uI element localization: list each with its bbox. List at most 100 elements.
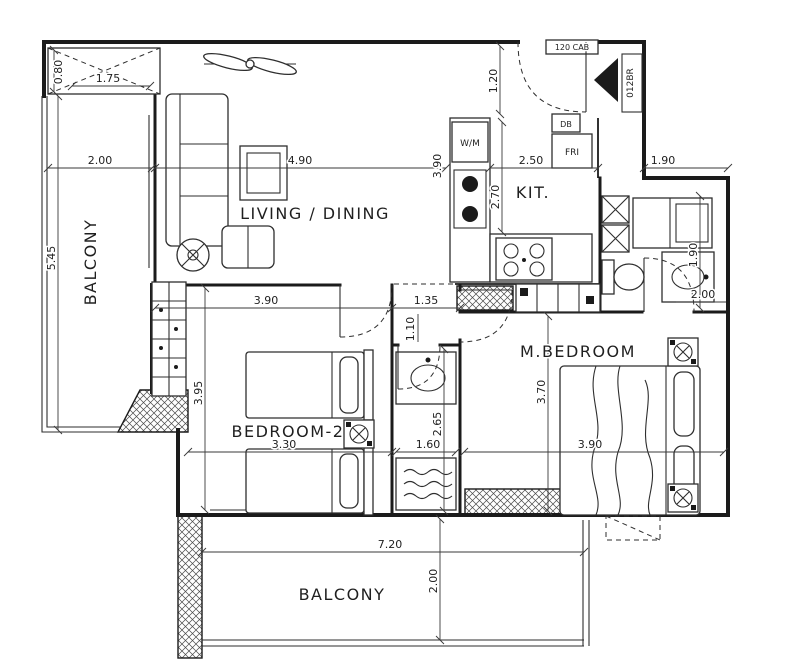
- coffee-table: [239, 145, 288, 201]
- washing-machine-label: W/M: [460, 139, 480, 149]
- db-box: [551, 113, 581, 133]
- dim-label: 2.00: [427, 569, 440, 594]
- dim-label: 7.20: [378, 538, 403, 551]
- dim-kit-w: [485, 163, 603, 173]
- room-label-master-bedroom: M.BEDROOM: [520, 342, 636, 361]
- stove: [495, 237, 553, 281]
- living-furniture: [165, 52, 297, 272]
- fixture-labels: W/M FRI DB 120 CAB 012BR: [459, 42, 637, 160]
- master-bedroom-furniture: [459, 289, 701, 541]
- room-label-kitchen: KIT.: [516, 183, 550, 202]
- mbed-wardrobe: [515, 283, 601, 313]
- entry: [517, 41, 643, 113]
- balcony-rails: [41, 96, 590, 647]
- wall-top-right: [584, 40, 730, 517]
- washing-machine: [451, 121, 489, 163]
- dim-balc-bot-d: [435, 514, 445, 645]
- dim-label: 2.00: [691, 288, 716, 301]
- room-label-bedroom2: BEDROOM-2: [232, 422, 345, 441]
- dim-mbed-w: [459, 447, 729, 457]
- mbath-vanity-sink: [661, 251, 715, 303]
- dim-label: 2.00: [88, 154, 113, 167]
- mbed-spotlight-top-icon: [667, 337, 699, 367]
- fridge: [551, 133, 593, 169]
- dim-label: 3.90: [578, 438, 603, 451]
- armchair: [221, 225, 275, 269]
- dim-label: 3.90: [254, 294, 279, 307]
- dim-bed2-h: [200, 283, 210, 515]
- cabinet-label: 120 CAB: [555, 43, 589, 52]
- dim-balc-bot-w: [197, 547, 589, 557]
- dim-label: 0.80: [52, 60, 65, 85]
- dimension-lines: [43, 41, 733, 645]
- dim-label: 2.65: [431, 412, 444, 437]
- bed2-spotlight-icon: [343, 419, 375, 449]
- room-labels: BALCONY LIVING / DINING KIT. BEDROOM-2 M…: [80, 182, 636, 606]
- dim-mbath-h: [695, 191, 705, 313]
- dim-kit-d: [497, 117, 507, 237]
- dim-hall-w: [392, 303, 465, 313]
- shower: [395, 457, 457, 511]
- dim-ac-h: [49, 45, 59, 97]
- bath2-vanity-sink: [395, 351, 457, 405]
- entry-door-swing: [517, 41, 587, 113]
- bedroom2-furniture: [151, 281, 393, 516]
- kitchen-fixtures: [449, 39, 599, 283]
- dim-bath2-w: [391, 447, 461, 457]
- dim-living-w: [150, 163, 451, 173]
- outdoor-unit-dashed: [605, 515, 661, 541]
- bath2-fixtures: [395, 344, 457, 511]
- entry-arrow-icon: [594, 58, 618, 102]
- rail-left-inner: [46, 96, 120, 428]
- dim-label: 4.90: [288, 154, 313, 167]
- mbath-closet: [632, 197, 713, 249]
- master-bed: [559, 365, 701, 516]
- dim-balcony-w: [43, 163, 157, 173]
- toilet: [601, 259, 645, 295]
- dim-label: 2.50: [519, 154, 544, 167]
- dim-label: 1.90: [687, 243, 700, 268]
- dim-label: 5.45: [45, 246, 58, 271]
- master-bath-fixtures: [601, 195, 715, 313]
- dim-bath2-h: [439, 344, 449, 516]
- dim-label: 3.90: [431, 154, 444, 179]
- dim-label: 1.35: [414, 294, 439, 307]
- sofa: [165, 93, 229, 247]
- dim-label: 1.60: [416, 438, 441, 451]
- bed2-bed-b: [245, 446, 374, 516]
- dim-label: 2.70: [489, 185, 502, 210]
- dim-kit-clear: [495, 41, 505, 119]
- dim-label: 1.20: [487, 69, 500, 94]
- dim-mbed-h: [543, 311, 553, 516]
- ceiling-fan-icon: [203, 52, 297, 76]
- mbath-mirror-cabinet: [601, 195, 630, 253]
- room-label-balcony-bottom: BALCONY: [299, 585, 386, 604]
- unit-label: 012BR: [626, 68, 636, 98]
- hatched-column-balcony-left: [177, 514, 203, 659]
- rail-bottom-right: [582, 520, 590, 646]
- dim-bed2-w: [183, 447, 397, 457]
- side-table-icon: [176, 238, 210, 272]
- dim-label: 1.75: [96, 72, 121, 85]
- bed2-door-swing: [339, 284, 393, 338]
- dim-ac-w: [67, 81, 155, 91]
- dim-label: 3.30: [272, 438, 297, 451]
- dim-label: 1.10: [404, 317, 417, 342]
- mbed-spotlight-bottom-icon: [667, 483, 699, 513]
- cabinet-120: [545, 39, 599, 55]
- dim-label: 3.95: [192, 381, 205, 406]
- dimension-labels: 2.00 4.90 2.50 1.90 3.90 1.20 2.70 5.45 …: [44, 58, 717, 595]
- room-label-balcony-left: BALCONY: [81, 219, 100, 306]
- dim-label: 1.90: [651, 154, 676, 167]
- rail-bottom: [202, 639, 584, 647]
- unit-label-box: [621, 53, 643, 113]
- bed2-bed-a: [245, 349, 374, 421]
- db-label: DB: [560, 120, 572, 129]
- kitchen-sink: [453, 169, 487, 229]
- rail-left-outer: [41, 96, 120, 433]
- fridge-label: FRI: [565, 148, 579, 158]
- room-label-living-dining: LIVING / DINING: [240, 204, 390, 223]
- mbed-door-swing: [459, 289, 513, 343]
- dim-hall-top: [639, 163, 733, 173]
